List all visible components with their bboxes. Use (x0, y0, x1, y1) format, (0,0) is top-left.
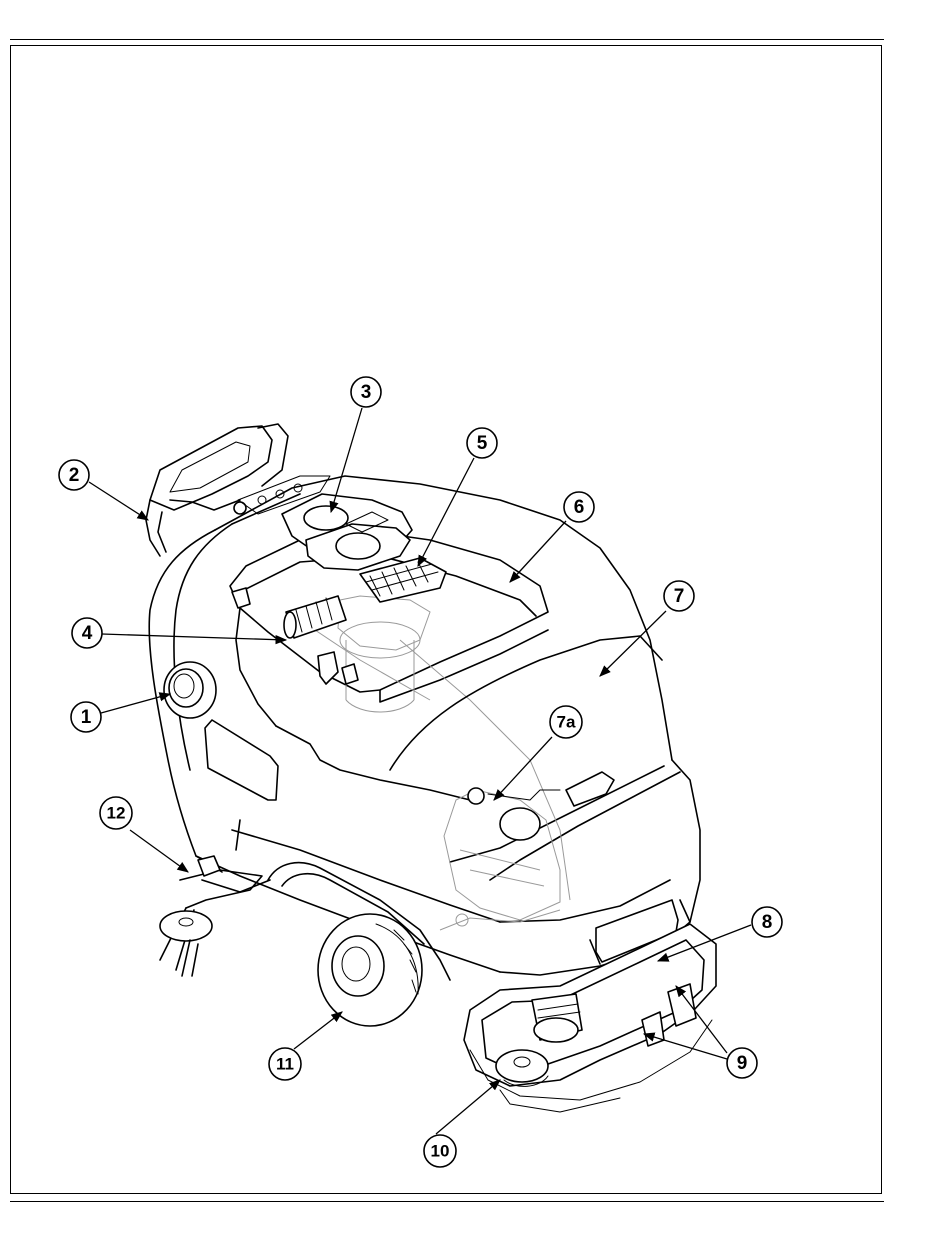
callout-9: 9 (727, 1048, 757, 1078)
callout-label-9: 9 (737, 1053, 748, 1074)
leader-4 (102, 634, 286, 640)
machine-illustration (146, 424, 716, 1112)
callout-label-6: 6 (574, 497, 585, 518)
leader-6 (510, 521, 566, 582)
steering-handle (146, 424, 288, 556)
callout-3: 3 (351, 377, 381, 407)
callout-label-3: 3 (361, 382, 372, 403)
leader-2 (89, 482, 148, 520)
callout-10: 10 (424, 1135, 456, 1167)
callout-7a: 7a (550, 706, 582, 738)
drive-wheel (318, 914, 422, 1026)
callout-4: 4 (72, 618, 102, 648)
leader-12 (130, 830, 188, 872)
leader-10 (436, 1080, 500, 1134)
callout-label-7: 7 (674, 586, 685, 607)
fill-cover-deck (238, 476, 412, 570)
callout-7: 7 (664, 581, 694, 611)
callout-11: 11 (269, 1048, 301, 1080)
callout-2: 2 (59, 460, 89, 490)
solution-tank (390, 636, 662, 930)
callout-label-8: 8 (762, 912, 773, 933)
callout-label-12: 12 (107, 803, 126, 822)
callout-5: 5 (467, 428, 497, 458)
squeegee-assembly (160, 856, 270, 976)
callout-1: 1 (71, 702, 101, 732)
callout-label-1: 1 (81, 707, 92, 728)
callout-label-2: 2 (69, 465, 80, 486)
callout-label-5: 5 (477, 433, 488, 454)
callout-label-4: 4 (82, 623, 93, 644)
bumper-wheel-knob (164, 662, 216, 718)
leader-7 (600, 611, 666, 676)
callout-12: 12 (100, 797, 132, 829)
scrub-deck (464, 924, 716, 1112)
leader-1 (101, 694, 170, 713)
callout-label-11: 11 (276, 1054, 294, 1073)
callout-label-10: 10 (431, 1141, 450, 1160)
callout-6: 6 (564, 492, 594, 522)
callout-8: 8 (752, 907, 782, 937)
callout-label-7a: 7a (557, 712, 576, 731)
leader-11 (294, 1012, 342, 1049)
